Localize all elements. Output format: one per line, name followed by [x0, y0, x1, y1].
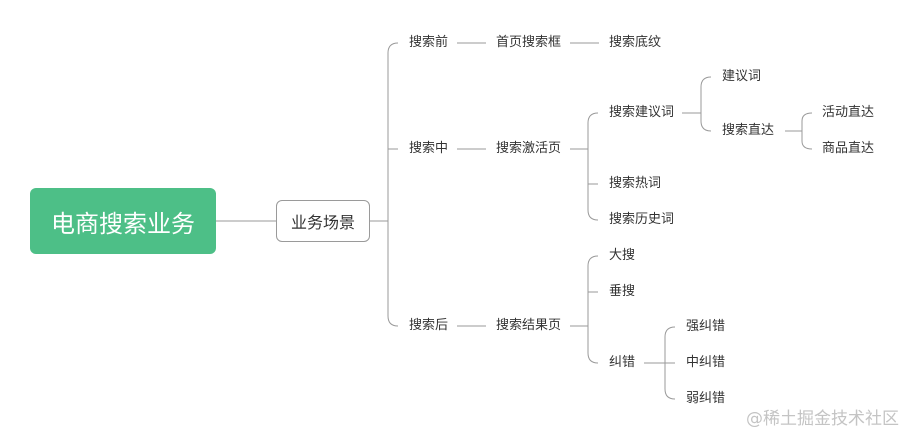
node-strong-correction[interactable]: 强纠错 [686, 319, 726, 334]
node-search-shading[interactable]: 搜索底纹 [609, 35, 662, 50]
bracket-direct [801, 112, 813, 150]
node-hot-words[interactable]: 搜索热词 [609, 176, 662, 191]
node-correction[interactable]: 纠错 [609, 355, 636, 370]
node-search-results-page[interactable]: 搜索结果页 [496, 318, 562, 333]
node-weak-correction[interactable]: 弱纠错 [686, 391, 726, 406]
scene-node-label: 业务场景 [290, 213, 355, 232]
node-search-suggestion[interactable]: 搜索建议词 [609, 105, 675, 120]
node-before-search[interactable]: 搜索前 [409, 35, 449, 50]
bracket-scene [387, 42, 399, 327]
node-home-search-box[interactable]: 首页搜索框 [496, 35, 562, 50]
node-after-search[interactable]: 搜索后 [409, 318, 449, 333]
watermark: @稀土掘金技术社区 [746, 404, 899, 429]
node-vertical-search[interactable]: 垂搜 [609, 284, 636, 299]
bracket-suggest [700, 76, 712, 132]
node-suggestion-words[interactable]: 建议词 [722, 69, 762, 84]
node-during-search[interactable]: 搜索中 [409, 141, 449, 156]
node-medium-correction[interactable]: 中纠错 [686, 355, 726, 370]
node-history-words[interactable]: 搜索历史词 [609, 212, 675, 227]
node-search-activation-page[interactable]: 搜索激活页 [496, 141, 562, 156]
bracket-activation [587, 112, 599, 221]
node-search-direct[interactable]: 搜索直达 [722, 123, 775, 138]
node-activity-direct[interactable]: 活动直达 [822, 105, 875, 120]
node-product-direct[interactable]: 商品直达 [822, 141, 875, 156]
root-node-label: 电商搜索业务 [51, 209, 195, 238]
bracket-results [587, 255, 599, 364]
watermark-text: @稀土掘金技术社区 [746, 409, 899, 429]
root-node[interactable]: 电商搜索业务 [30, 188, 216, 254]
scene-node[interactable]: 业务场景 [276, 200, 370, 242]
node-broad-search[interactable]: 大搜 [609, 248, 636, 263]
